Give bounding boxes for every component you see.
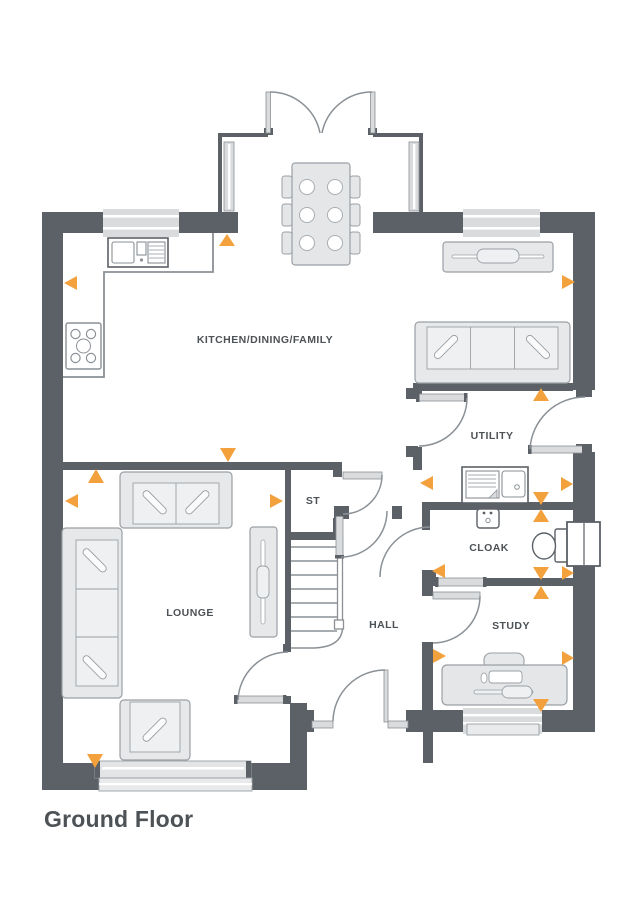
utility-back-door [528,396,586,454]
cloak-basin [476,508,500,529]
marker-study-top-down [533,567,549,580]
family-window [463,209,540,237]
cloak-wall-unit [566,521,601,567]
marker-study-right [562,651,574,665]
marker-lounge-left [65,494,78,508]
marker-utility-top [533,388,549,401]
lounge-armchair [119,699,191,761]
marker-projection-left [219,234,235,246]
lounge-sofa-two-seat [119,471,233,529]
french-doors [265,91,376,134]
lounge-door [234,651,289,704]
family-sofa [414,321,571,384]
kitchen-counter [63,233,214,378]
room-label-lounge: LOUNGE [166,607,214,619]
study-desk [441,652,568,706]
room-label-study: STUDY [492,620,530,632]
store-door [342,471,383,515]
marker-cloak-right [562,566,574,580]
room-label-hall: HALL [369,619,399,631]
toilet [531,528,570,563]
lounge-sofa-three-seat [61,527,123,699]
marker-kitchen-left [64,276,77,290]
hob [65,322,102,370]
marker-cloak-left [432,564,445,578]
marker-utility-right [561,477,573,491]
floor-title: Ground Floor [44,806,194,832]
projection-side-window-left [223,141,235,212]
dimension-markers [64,234,575,768]
marker-lounge-right [270,494,283,508]
marker-study-top-up [533,586,549,599]
room-label-store: ST [305,495,321,507]
room-label-kitchen: KITCHEN/DINING/FAMILY [196,334,334,346]
room-label-cloak: CLOAK [469,542,509,554]
marker-study-bottom [533,699,549,712]
marker-family-right [562,275,575,289]
utility-counter [461,466,529,504]
marker-utility-left [420,476,433,490]
kitchen-window [103,209,179,237]
lounge-bay-window [94,760,253,792]
front-door [311,669,409,729]
marker-divider-up [533,509,549,522]
kitchen-hall-door [335,510,388,559]
marker-study-door [433,649,446,663]
walls [42,128,595,790]
projection-side-window-right [408,141,420,212]
utility-door [416,393,468,447]
study-door [432,591,481,644]
room-label-utility: UTILITY [470,430,514,442]
doors [234,91,586,729]
study-window [463,708,542,736]
marker-lounge-top-down [220,448,236,462]
marker-bay-window [87,754,103,768]
kitchen-sink [107,237,169,268]
marker-lounge-top-up [88,469,104,483]
lounge-media-unit [249,526,278,638]
dining-table-and-chairs [281,162,361,266]
marker-divider-down [533,492,549,505]
cloak-door [379,526,487,587]
family-sideboard [442,241,554,273]
windows [94,141,542,792]
